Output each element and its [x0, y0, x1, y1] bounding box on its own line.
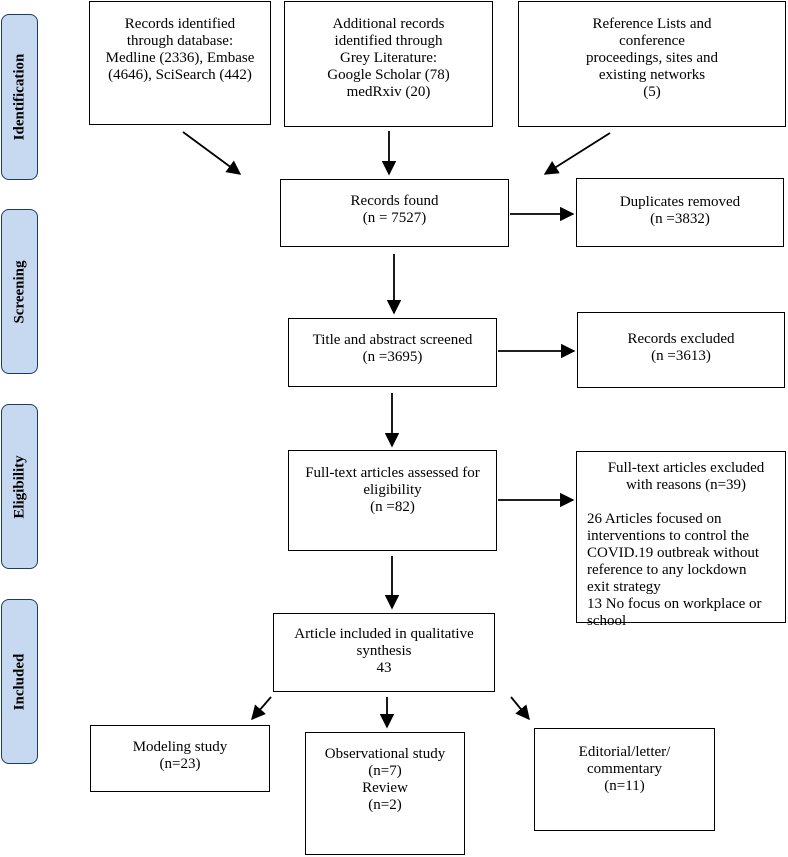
- box-text-line: Editorial/letter/: [578, 744, 671, 760]
- box-text-line: synthesis: [356, 643, 412, 659]
- stage-included: Included: [1, 599, 38, 764]
- box-text-line: 43: [376, 660, 392, 676]
- arrow-databases-to-found: [182, 131, 242, 175]
- box-records-excluded: Records excluded(n =3613): [577, 312, 785, 388]
- box-text-line: proceedings, sites and: [585, 50, 719, 66]
- box-text-line: Records excluded: [627, 331, 735, 347]
- arrow-included-to-modeling: [251, 696, 272, 721]
- box-text-line: reference to any lockdown: [587, 562, 747, 578]
- box-text-line: school: [587, 613, 627, 629]
- box-text-line: (n=7): [368, 763, 402, 779]
- box-text-line: Records identified: [124, 16, 236, 32]
- box-text-line: conference: [619, 33, 685, 49]
- box-text-line: (n=2): [368, 797, 402, 813]
- box-text-line: Medline (2336), Embase: [105, 50, 255, 66]
- box-duplicates-removed: Duplicates removed(n =3832): [576, 178, 784, 247]
- box-modeling: Modeling study(n=23): [90, 725, 270, 792]
- box-text-line: existing networks: [598, 67, 706, 83]
- box-text-line: (n =3832): [650, 211, 710, 227]
- stage-identification: Identification: [1, 14, 38, 180]
- box-editorial: Editorial/letter/commentary(n=11): [534, 728, 715, 831]
- box-text-line: Article included in qualitative: [294, 626, 474, 642]
- box-text-line: Reference Lists and: [592, 16, 712, 32]
- box-text-line: eligibility: [363, 482, 422, 498]
- box-text-line: (n = 7527): [362, 210, 427, 226]
- box-text-line: Review: [362, 780, 408, 796]
- box-text-line: (n=11): [604, 778, 645, 794]
- box-text-line: COVID.19 outbreak without: [587, 545, 760, 561]
- box-text-line: (n =3613): [651, 348, 711, 364]
- box-text-line: (n =82): [370, 499, 415, 515]
- box-text-line: Full-text articles excluded: [607, 460, 765, 476]
- box-text-line: (n=23): [159, 756, 201, 772]
- arrow-included-to-editorial: [510, 696, 530, 721]
- box-text-line: commentary: [587, 761, 662, 777]
- box-text-line: interventions to control the: [587, 528, 750, 544]
- box-text-line: through database:: [126, 33, 234, 49]
- box-text-line: exit strategy: [587, 579, 661, 595]
- box-text-line: Modeling study: [132, 739, 228, 755]
- box-observational: Observational study(n=7)Review(n=2): [305, 732, 465, 855]
- box-text-line: Google Scholar (78): [327, 67, 450, 83]
- box-text-line: with reasons (n=39): [625, 477, 747, 493]
- box-text-line: 13 No focus on workplace or: [587, 596, 762, 612]
- box-text-line: Additional records: [332, 16, 445, 32]
- box-records-found: Records found(n = 7527): [280, 179, 509, 247]
- box-text-line: 26 Articles focused on: [587, 511, 722, 527]
- box-text-line: (4646), SciSearch (442): [108, 67, 252, 83]
- box-text-line: (5): [643, 84, 661, 100]
- stage-eligibility: Eligibility: [1, 404, 38, 569]
- box-text-line: Grey Literature:: [339, 50, 438, 66]
- box-text-line: Records found: [350, 193, 439, 209]
- box-text-line: Title and abstract screened: [312, 332, 473, 348]
- box-title-abstract: Title and abstract screened(n =3695): [288, 318, 497, 387]
- stage-screening: Screening: [1, 209, 38, 374]
- box-text-line: Duplicates removed: [619, 194, 741, 210]
- box-text-line: Full-text articles assessed for: [305, 465, 480, 481]
- box-text-line: Observational study: [324, 746, 446, 762]
- box-text-line: (n =3695): [362, 349, 423, 365]
- box-text-line: medRxiv (20): [346, 84, 431, 100]
- arrow-reference-to-found: [543, 132, 611, 175]
- box-text-line: identified through: [334, 33, 443, 49]
